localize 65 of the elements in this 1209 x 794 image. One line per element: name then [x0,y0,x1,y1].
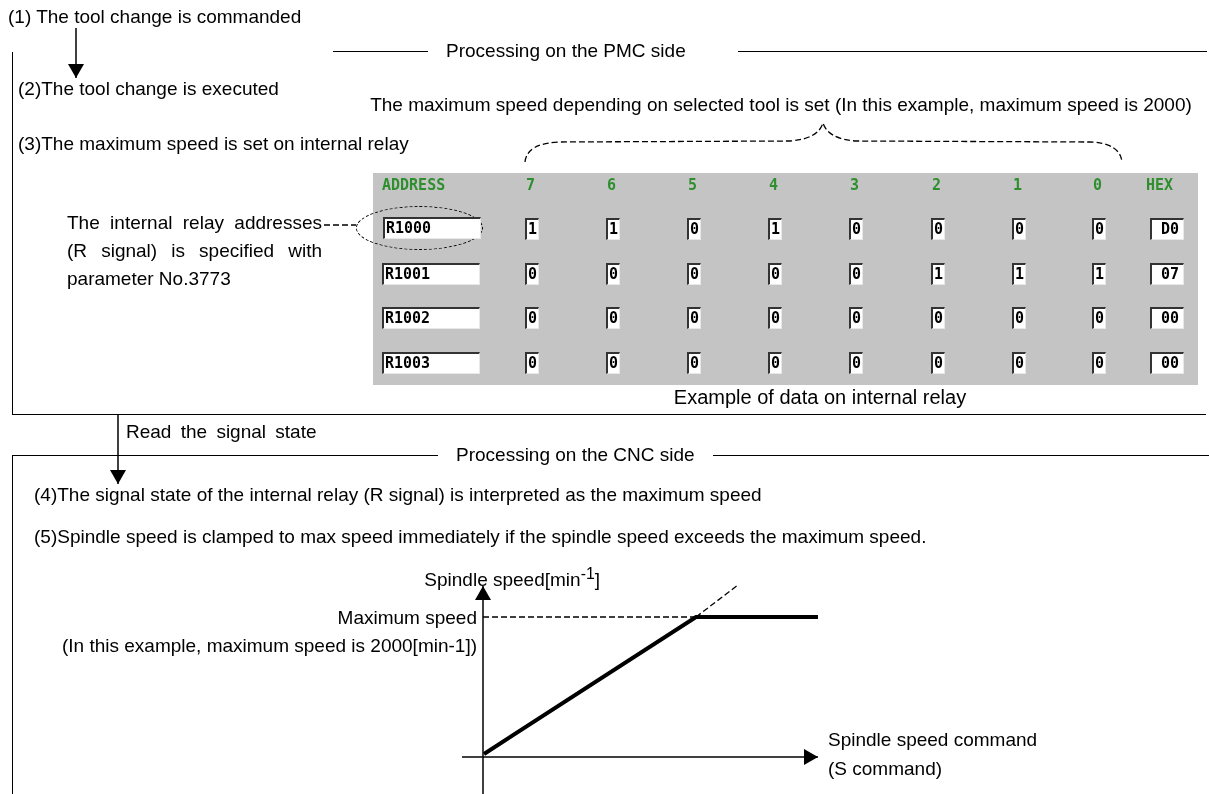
bit-field: 0 [687,307,701,329]
bit-field: 0 [931,307,945,329]
column-header: HEX [1146,175,1175,196]
bit-field: 0 [849,307,863,329]
axis-value-label: Maximum speed [336,607,477,629]
bit-field: 0 [1092,352,1106,374]
bit-field: 0 [525,307,539,329]
step-text: (4)The signal state of the internal relay (R signal) is interpreted as the maximum speed [34,484,794,506]
hex-field: D0 [1150,218,1184,240]
address-field: R1001 [382,263,480,285]
bit-field: 0 [1092,307,1106,329]
bit-field: 1 [931,263,945,285]
bit-field: 0 [606,263,620,285]
bit-field: 0 [849,352,863,374]
bit-field: 0 [931,218,945,240]
bit-field: 0 [768,263,782,285]
column-header: ADDRESS [382,175,447,196]
bit-field: 0 [849,263,863,285]
bit-field: 1 [606,218,620,240]
annotation-text: The internal relay addresses (R signal) is specified with parameter No.3773 [67,209,322,293]
bit-field: 0 [1012,352,1026,374]
hex-field: 00 [1150,307,1184,329]
bit-field: 0 [1092,218,1106,240]
address-field: R1000 [383,217,481,239]
bit-field: 0 [687,352,701,374]
address-field: R1003 [382,352,480,374]
leader-line [323,224,357,226]
step-text: (1) The tool change is commanded [8,6,308,28]
address-field: R1002 [382,307,480,329]
bit-field: 0 [525,263,539,285]
bit-field: 0 [849,218,863,240]
column-header: 2 [932,175,943,196]
bit-field: 0 [606,307,620,329]
column-header: 5 [688,175,699,196]
bit-field: 0 [768,307,782,329]
column-header: 7 [526,175,537,196]
bit-field: 0 [687,218,701,240]
column-header: 4 [769,175,780,196]
column-header: 6 [607,175,618,196]
bit-field: 0 [1012,307,1026,329]
table-caption: Example of data on internal relay [672,386,968,408]
hex-field: 07 [1150,263,1184,285]
bit-field: 0 [768,352,782,374]
step-text: (5)Spindle speed is clamped to max speed immediately if the spindle speed exceeds the maximum speed. [34,526,954,548]
step-text: (3)The maximum speed is set on internal relay [18,133,418,155]
bit-field: 1 [1092,263,1106,285]
bit-field: 0 [931,352,945,374]
bit-field: 1 [525,218,539,240]
note-text: (In this example, maximum speed is 2000[min-1]) [61,635,477,657]
hex-field: 00 [1150,352,1184,374]
bit-field: 1 [1012,263,1026,285]
column-header: 1 [1013,175,1024,196]
brace-caption: The maximum speed depending on selected tool is set (In this example, maximum speed is 2000) [369,94,1193,116]
column-header: 3 [850,175,861,196]
bit-field: 0 [1012,218,1026,240]
arrow [68,27,84,79]
bit-field: 0 [525,352,539,374]
column-header: 0 [1093,175,1104,196]
axis-label: Spindle speed command (S command) [828,728,1039,781]
bit-field: 1 [768,218,782,240]
bit-field: 0 [687,263,701,285]
step-text: (2)The tool change is executed [18,78,318,100]
axis-label: Spindle speed[min$^{-1}$] [423,564,600,592]
arrow [110,414,126,485]
bit-field: 0 [606,352,620,374]
